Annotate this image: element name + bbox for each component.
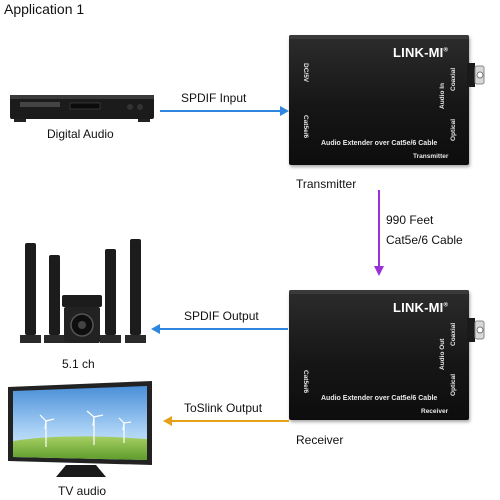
spdif-output-arrow	[151, 324, 288, 334]
transmitter-brand: LINK-MI®	[393, 45, 449, 60]
transmitter-device: LINK-MI® DC/5V Cat5e/6 Coaxial Audio In …	[289, 35, 469, 165]
spdif-input-label: SPDIF Input	[181, 91, 247, 105]
tv-icon	[8, 381, 152, 477]
cable-type-label: Cat5e/6 Cable	[386, 233, 463, 247]
cable-arrow	[374, 190, 384, 276]
speaker-system-icon	[20, 239, 146, 343]
transmitter-port-optical: Optical	[450, 118, 457, 141]
toslink-output-arrow	[163, 416, 289, 426]
transmitter-caption: Transmitter	[296, 177, 357, 191]
receiver-device: LINK-MI® Cat5e/6 Coaxial Audio Out Optic…	[289, 290, 469, 420]
receiver-port-audio-out: Audio Out	[439, 338, 446, 370]
transmitter-port-cat: Cat5e/6	[302, 115, 309, 139]
diagram-title: Application 1	[4, 1, 85, 17]
receiver-brand: LINK-MI®	[393, 300, 449, 315]
receiver-role-text: Receiver	[421, 408, 449, 415]
cable-length-label: 990 Feet	[386, 213, 434, 227]
speakers-label: 5.1 ch	[62, 357, 95, 371]
toslink-output-label: ToSlink Output	[184, 401, 263, 415]
transmitter-port-dc: DC/5V	[302, 63, 309, 83]
receiver-product-text: Audio Extender over Cat5e/6 Cable	[321, 395, 438, 402]
transmitter-product-text: Audio Extender over Cat5e/6 Cable	[321, 140, 438, 147]
spdif-output-label: SPDIF Output	[184, 309, 259, 323]
transmitter-port-audio-in: Audio In	[439, 83, 446, 109]
transmitter-port-coaxial: Coaxial	[450, 67, 457, 91]
receiver-caption: Receiver	[296, 433, 344, 447]
tv-audio-label: TV audio	[58, 484, 107, 498]
spdif-input-arrow	[160, 106, 289, 116]
receiver-port-cat: Cat5e/6	[302, 370, 309, 394]
digital-audio-player-icon	[10, 95, 154, 122]
receiver-coaxial-connector-icon	[467, 318, 485, 342]
receiver-port-coaxial: Coaxial	[450, 322, 457, 346]
digital-audio-label: Digital Audio	[47, 127, 114, 141]
transmitter-coaxial-connector-icon	[467, 63, 485, 87]
transmitter-role-text: Transmitter	[413, 153, 449, 160]
receiver-port-optical: Optical	[450, 373, 457, 396]
